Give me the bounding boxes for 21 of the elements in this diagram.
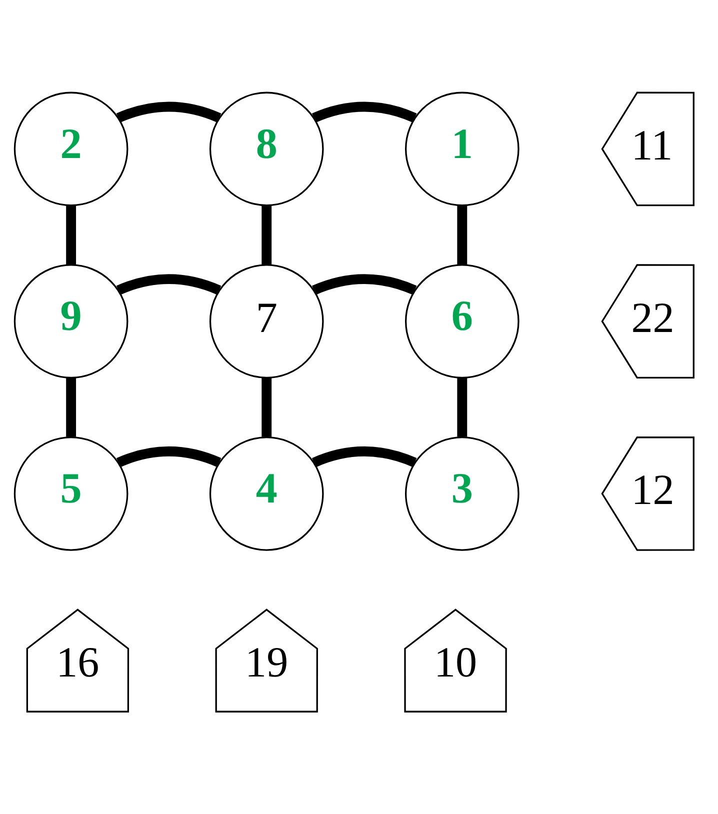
connector xyxy=(312,101,417,122)
connector xyxy=(66,377,76,436)
connector xyxy=(312,446,417,467)
node-circle: 4 xyxy=(209,436,324,550)
node-circle: 2 xyxy=(14,91,128,206)
node-circle: 7 xyxy=(209,264,324,378)
connector xyxy=(116,101,222,122)
node-circle: 6 xyxy=(404,264,520,378)
connector xyxy=(262,377,272,436)
connector xyxy=(116,446,222,467)
node-circle: 1 xyxy=(404,91,520,206)
connector xyxy=(262,205,272,264)
node-circle: 3 xyxy=(404,436,520,550)
connector xyxy=(66,205,76,264)
connector xyxy=(312,274,417,294)
connector xyxy=(457,377,468,436)
connector xyxy=(457,205,468,264)
connector xyxy=(116,274,222,294)
node-circle: 5 xyxy=(14,436,128,550)
node-circle: 9 xyxy=(14,264,128,378)
node-circle: 8 xyxy=(209,91,324,206)
